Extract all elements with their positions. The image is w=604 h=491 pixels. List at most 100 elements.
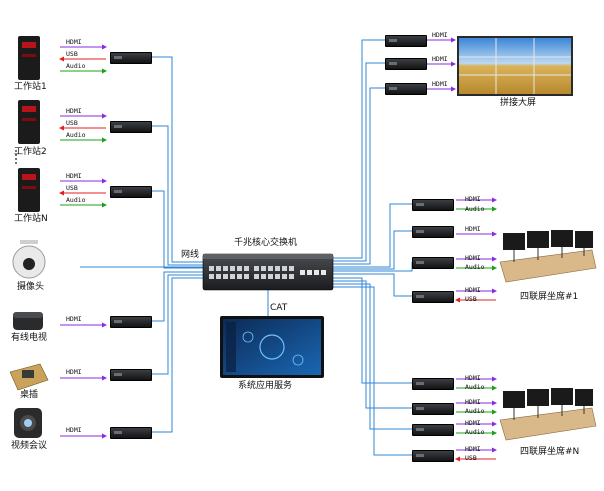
port-label-hdmi: HDMI (465, 254, 481, 262)
port-label-audio: Audio (465, 205, 485, 213)
switch-ports (209, 266, 326, 279)
ellipsis-dots-icon (15, 150, 17, 164)
video-wall (457, 36, 573, 96)
cat-label: CAT (270, 303, 288, 313)
switch-port (244, 266, 249, 271)
seat-group-label: 四联屏坐席#1 (520, 292, 579, 302)
port-label-hdmi: HDMI (465, 374, 481, 382)
server-label: 系统应用服务 (238, 381, 293, 391)
workstation-tower-icon (18, 168, 40, 212)
switch-port (282, 266, 287, 271)
source-label: 视频会议 (11, 441, 48, 451)
encoder-workstation-1 (110, 52, 152, 64)
switch-port (268, 274, 273, 279)
port-label-audio: Audio (465, 383, 485, 391)
port-label-hdmi: HDMI (465, 419, 481, 427)
port-label-hdmi: HDMI (66, 426, 82, 434)
seat-desk-n (499, 388, 597, 441)
encoder-workstation-2 (110, 121, 152, 133)
videowall-label: 拼接大屏 (500, 98, 537, 108)
port-label-hdmi: HDMI (465, 286, 481, 294)
port-label-hdmi: HDMI (465, 225, 481, 233)
decoder-videowall-3 (385, 83, 427, 95)
switch-uplink-port (307, 270, 312, 275)
switch-port (268, 266, 273, 271)
decoder-seat1-3 (412, 257, 454, 269)
port-label-hdmi: HDMI (66, 368, 82, 376)
switch-port (230, 266, 235, 271)
decoder-seatn-4 (412, 450, 454, 462)
video-conference-camera-icon (14, 408, 42, 438)
port-label-usb: USB (66, 119, 78, 127)
switch-uplink-port (314, 270, 319, 275)
switch-port (275, 266, 280, 271)
decoder-videowall-2 (385, 58, 427, 70)
source-label: 桌插 (20, 390, 39, 400)
dome-camera-icon (12, 240, 46, 279)
switch-uplink-port (300, 270, 305, 275)
switch-port (254, 266, 259, 271)
encoder-desk-socket (110, 369, 152, 381)
switch-port (209, 274, 214, 279)
desk-socket-icon (9, 363, 49, 391)
switch-port (289, 274, 294, 279)
port-label-audio: Audio (66, 196, 86, 204)
set-top-box-icon (13, 312, 43, 330)
switch-port (216, 274, 221, 279)
switch-label: 千兆核心交换机 (234, 238, 298, 248)
port-label-hdmi: HDMI (432, 31, 448, 39)
encoder-cable-tv (110, 316, 152, 328)
source-label: 工作站1 (14, 82, 47, 92)
seat-desk-1 (499, 230, 597, 283)
switch-port (244, 274, 249, 279)
port-label-hdmi: HDMI (465, 398, 481, 406)
port-label-audio: Audio (465, 263, 485, 271)
switch-port (289, 266, 294, 271)
network-cabling (80, 39, 413, 456)
switch-port (237, 266, 242, 271)
switch-port (230, 274, 235, 279)
port-label-usb: USB (465, 295, 477, 303)
port-label-audio: Audio (66, 131, 86, 139)
port-label-audio: Audio (465, 428, 485, 436)
signal-arrows (59, 37, 497, 462)
decoder-seatn-1 (412, 378, 454, 390)
switch-port (254, 274, 259, 279)
port-label-hdmi: HDMI (432, 80, 448, 88)
decoder-seatn-2 (412, 403, 454, 415)
port-label-hdmi: HDMI (66, 315, 82, 323)
port-label-hdmi: HDMI (465, 445, 481, 453)
switch-uplink-port (321, 270, 326, 275)
switch-port (275, 274, 280, 279)
source-label: 有线电视 (11, 333, 48, 343)
decoder-seat1-4 (412, 291, 454, 303)
switch-port (216, 266, 221, 271)
network-cable-label: 网线 (181, 250, 200, 260)
port-label-hdmi: HDMI (66, 38, 82, 46)
workstation-tower-icon (18, 100, 40, 144)
port-label-usb: USB (66, 184, 78, 192)
port-label-audio: Audio (465, 407, 485, 415)
port-label-usb: USB (465, 454, 477, 462)
encoder-video-conference (110, 427, 152, 439)
decoder-seat1-1 (412, 199, 454, 211)
switch-port (223, 274, 228, 279)
encoder-workstation-n (110, 186, 152, 198)
source-label: 工作站N (14, 214, 48, 224)
port-label-hdmi: HDMI (66, 172, 82, 180)
source-label: 摄像头 (17, 282, 45, 292)
port-label-audio: Audio (66, 62, 86, 70)
switch-port (223, 266, 228, 271)
seat-group-label: 四联屏坐席#N (520, 447, 580, 457)
switch-port (237, 274, 242, 279)
port-label-hdmi: HDMI (432, 55, 448, 63)
core-switch (202, 253, 334, 291)
system-server-screen (220, 316, 324, 378)
port-label-hdmi: HDMI (465, 195, 481, 203)
port-label-hdmi: HDMI (66, 107, 82, 115)
source-label: 工作站2 (14, 147, 47, 157)
decoder-videowall-1 (385, 35, 427, 47)
switch-port (282, 274, 287, 279)
port-label-usb: USB (66, 50, 78, 58)
